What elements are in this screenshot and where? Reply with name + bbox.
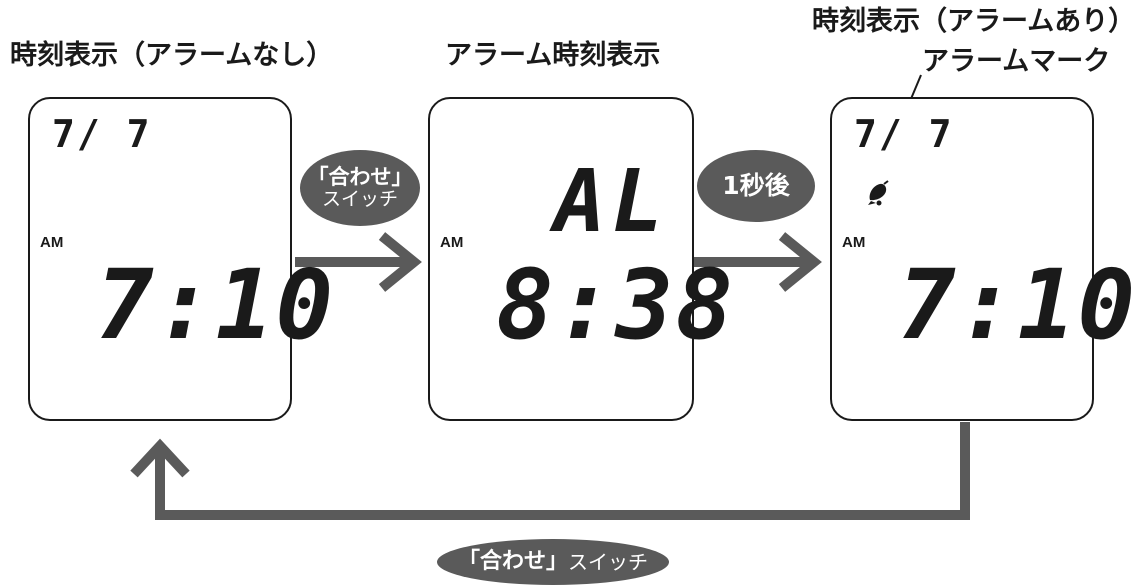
arrow-center-to-right <box>693 232 822 292</box>
lcd-right: 7/ 7 AM 7:10 <box>830 97 1135 421</box>
one-second-bubble: 1秒後 <box>697 150 815 222</box>
lcd-center: AL AM 8:38 <box>428 97 733 421</box>
center-alarm-time: 8:38 <box>496 249 736 361</box>
switch-bubble-bottom-rest: スイッチ <box>568 550 648 574</box>
arrow-return-loop <box>130 422 970 520</box>
left-date: 7/ 7 <box>52 112 152 156</box>
center-panel-title: アラーム時刻表示 <box>445 40 661 71</box>
switch-bubble-bottom: 「合わせ」 スイッチ <box>437 539 669 585</box>
arrow-left-to-center <box>295 232 422 292</box>
left-am-indicator: AM <box>40 234 64 251</box>
right-date: 7/ 7 <box>854 112 954 156</box>
switch-bubble-bottom-bold: 「合わせ」 <box>457 548 568 574</box>
one-second-text: 1秒後 <box>722 171 790 201</box>
left-time: 7:10 <box>96 249 336 361</box>
center-alarm-label: AL <box>554 152 670 252</box>
left-panel-title: 時刻表示（アラームなし） <box>10 40 334 71</box>
right-time: 7:10 <box>898 249 1137 361</box>
alarm-bell-icon <box>868 180 889 206</box>
lcd-left: 7/ 7 AM 7:10 <box>28 97 333 421</box>
flow-arrows <box>130 74 970 520</box>
alarm-mark-label: アラームマーク <box>922 46 1111 77</box>
switch-bubble-top: 「合わせ」 スイッチ <box>300 150 420 226</box>
center-am-indicator: AM <box>440 234 464 251</box>
right-am-indicator: AM <box>842 234 866 251</box>
switch-bubble-top-line1: 「合わせ」 <box>307 165 413 189</box>
switch-bubble-top-line2: スイッチ <box>321 188 398 211</box>
right-panel-title: 時刻表示（アラームあり） <box>812 6 1136 37</box>
